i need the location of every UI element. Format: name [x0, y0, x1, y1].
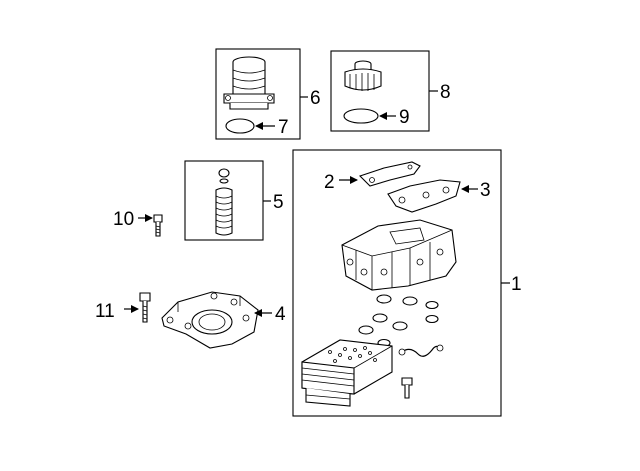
gasket-3 — [387, 179, 478, 213]
callout-10: 10 — [113, 209, 134, 230]
bolt-10 — [138, 214, 163, 237]
callout-7: 7 — [278, 117, 289, 138]
filter-element-part — [215, 187, 233, 236]
cooler-housing-block — [341, 219, 457, 291]
adapter-housing-4 — [161, 291, 272, 349]
filter-element-group — [184, 160, 271, 241]
cooler-bolt — [401, 377, 413, 399]
seal-set — [358, 294, 439, 348]
callout-8: 8 — [440, 82, 451, 103]
callout-1: 1 — [511, 274, 522, 295]
o-ring-9 — [343, 108, 379, 124]
o-ring-7 — [225, 118, 255, 134]
gasket-2 — [339, 161, 421, 187]
filter-housing-part — [223, 56, 275, 110]
callout-6: 6 — [310, 88, 321, 109]
filter-cap-part — [344, 60, 382, 91]
callout-2: 2 — [324, 172, 335, 193]
group-box-6 — [215, 48, 301, 140]
seal-ring — [218, 168, 230, 178]
callout-9: 9 — [399, 107, 410, 128]
callout-11: 11 — [95, 301, 115, 322]
callout-5: 5 — [273, 192, 284, 213]
filter-cap-group — [330, 50, 438, 132]
sensor-harness — [398, 344, 444, 357]
filter-housing-group — [215, 48, 308, 140]
bolt-11 — [124, 292, 151, 323]
callout-3: 3 — [480, 180, 491, 201]
callout-4: 4 — [275, 304, 286, 325]
oil-cooler — [301, 339, 393, 407]
